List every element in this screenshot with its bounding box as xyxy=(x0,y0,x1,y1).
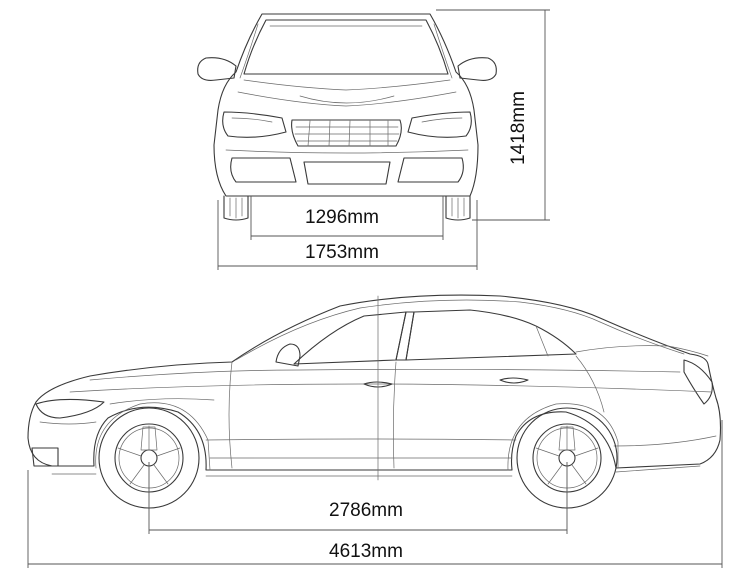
front-left-intake xyxy=(230,157,297,183)
front-center-intake xyxy=(303,161,391,185)
front-right-mirror xyxy=(457,57,497,81)
side-b-pillar xyxy=(395,311,415,361)
front-left-headlight xyxy=(222,111,287,138)
front-right-tyre xyxy=(445,195,471,221)
height-dimension-label: 1418mm xyxy=(508,91,529,165)
side-tail-light xyxy=(683,359,713,405)
side-dimensions: 2786mm 4613mm xyxy=(27,420,723,568)
front-windshield xyxy=(243,19,449,75)
wheelbase-dimension-label: 2786mm xyxy=(329,500,403,521)
track-dimension-label: 1296mm xyxy=(305,207,379,228)
side-fog-light xyxy=(31,447,59,467)
length-dimension-label: 4613mm xyxy=(329,541,403,562)
front-view xyxy=(197,13,497,221)
side-front-window xyxy=(293,311,407,365)
front-left-tyre xyxy=(223,195,249,221)
front-grille xyxy=(291,119,402,147)
side-front-door-handle xyxy=(363,381,393,388)
front-left-mirror xyxy=(197,57,237,81)
width-dimension-label: 1753mm xyxy=(305,242,379,263)
side-mirror xyxy=(275,343,301,367)
front-body-outline xyxy=(213,13,479,197)
front-dimensions: 1296mm 1753mm 1418mm xyxy=(217,9,550,270)
side-rear-door-handle xyxy=(499,377,529,384)
side-rear-window xyxy=(405,309,577,361)
front-right-intake xyxy=(397,157,464,183)
side-headlight xyxy=(35,398,105,419)
side-view xyxy=(27,294,722,477)
front-right-headlight xyxy=(407,111,472,138)
